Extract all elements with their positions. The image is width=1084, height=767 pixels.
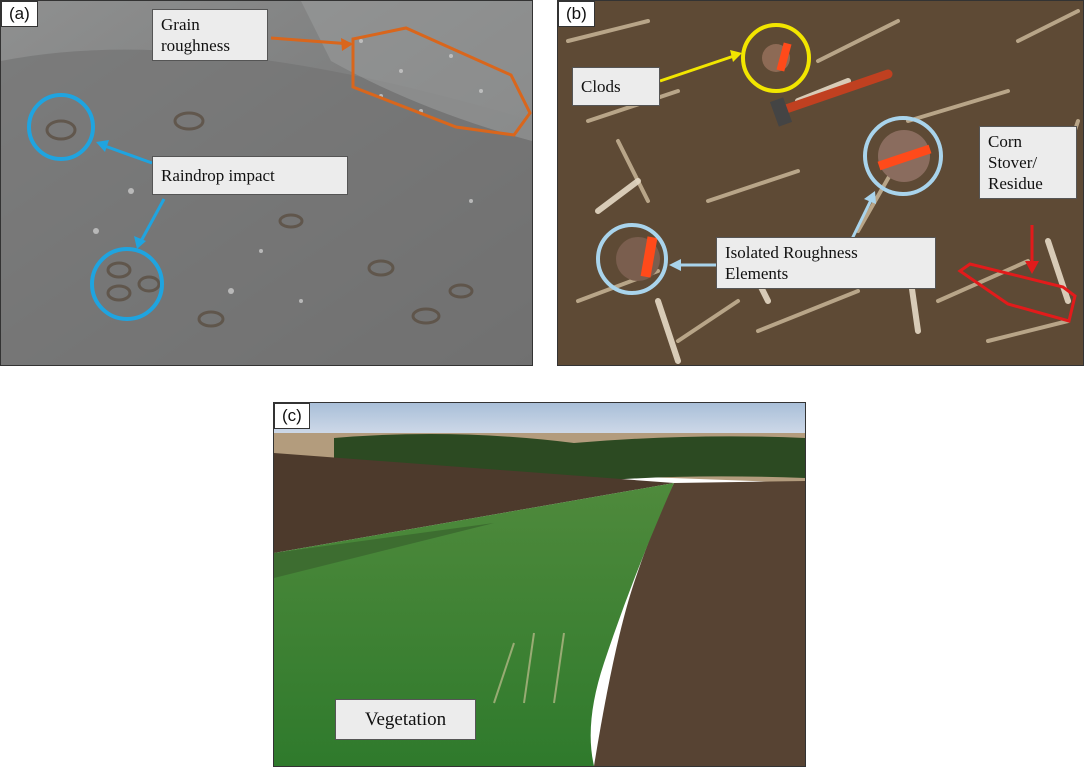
panel-a-photo: (a) Grain roughness Raindrop impact: [0, 0, 533, 366]
raindrop-impact-label: Raindrop impact: [152, 156, 348, 195]
raindrop-arrow-top: [101, 143, 153, 165]
raindrop-arrow-bottom: [138, 198, 166, 244]
corn-line-1: Corn: [988, 132, 1022, 151]
isolated-marker-left: [596, 223, 668, 295]
vegetation-label: Vegetation: [335, 699, 476, 740]
corn-stover-label: Corn Stover/ Residue: [979, 126, 1077, 199]
panel-b-tag: (b): [558, 1, 595, 27]
raindrop-marker-bottom: [90, 247, 164, 321]
corn-line-2: Stover/: [988, 153, 1038, 172]
corn-line-3: Residue: [988, 174, 1043, 193]
grain-roughness-outline: [351, 26, 532, 137]
grain-roughness-line-2: roughness: [161, 36, 230, 55]
clods-marker: [741, 23, 811, 93]
clods-label: Clods: [572, 67, 660, 106]
clods-arrow: [659, 54, 735, 83]
grain-roughness-line-1: Grain: [161, 15, 200, 34]
panel-a-scene: [1, 1, 532, 365]
isolated-line-2: Elements: [725, 264, 789, 283]
isolated-line-1: Isolated Roughness: [725, 243, 858, 262]
isolated-arrow-right: [849, 197, 874, 242]
panel-c-scene: [274, 403, 805, 766]
isolated-roughness-label: Isolated Roughness Elements: [716, 237, 936, 289]
panel-a-tag: (a): [1, 1, 38, 27]
isolated-marker-right: [863, 116, 943, 196]
grain-arrow: [270, 36, 352, 46]
panel-c-tag: (c): [274, 403, 310, 429]
residue-outline: [957, 262, 1077, 323]
panel-b-photo: (b) Clods Isolated Roughness Elements Co…: [557, 0, 1084, 366]
raindrop-marker-top: [27, 93, 95, 161]
panel-c-photo: (c) Vegetation: [273, 402, 806, 767]
grain-roughness-label: Grain roughness: [152, 9, 268, 61]
